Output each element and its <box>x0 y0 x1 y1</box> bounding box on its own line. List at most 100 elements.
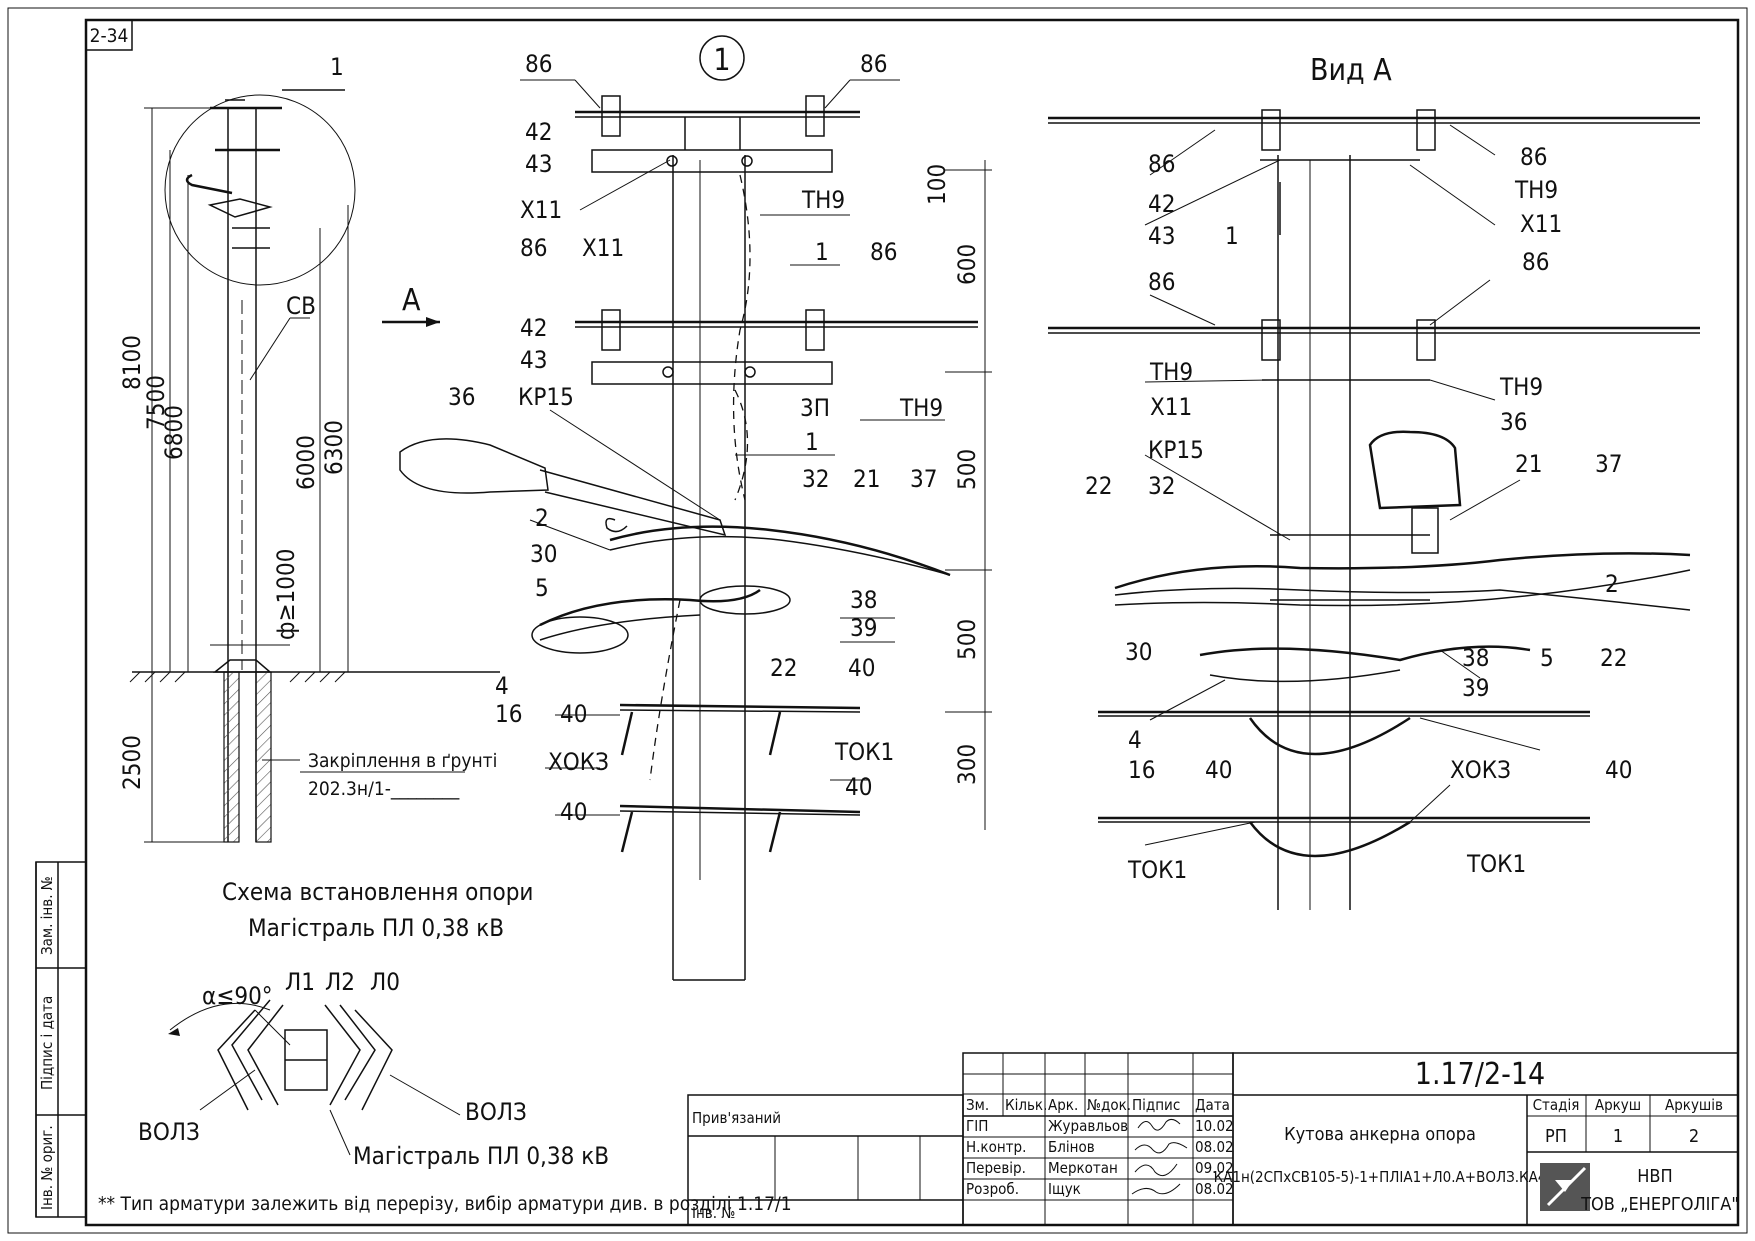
d1-dim-300: 300 <box>953 744 981 785</box>
d1-label-86b: 86 <box>860 50 887 78</box>
stamp-orig: Інв. № ориг. <box>38 1125 56 1210</box>
va-label-tok1b: ТОК1 <box>1466 850 1526 878</box>
d1-label-39: 39 <box>850 614 877 642</box>
tb-date-0: 10.02 <box>1195 1117 1234 1135</box>
d1-label-21: 21 <box>853 465 880 493</box>
va-label-86c: 86 <box>1148 268 1175 296</box>
view-a-title: Вид А <box>1310 53 1392 88</box>
va-label-37: 37 <box>1595 450 1622 478</box>
tb-org-line1: НВП <box>1637 1166 1672 1187</box>
va-label-5: 5 <box>1540 644 1554 672</box>
scheme-title-2: Магістраль ПЛ 0,38 кВ <box>248 914 504 942</box>
dim-8100: 8100 <box>118 335 146 390</box>
scheme-angle: α≤90° <box>202 982 273 1010</box>
d1-dim-100: 100 <box>923 164 951 205</box>
tb-role-1: Н.контр. <box>966 1138 1026 1156</box>
d1-label-1b: 1 <box>805 428 819 456</box>
scheme-line-l2: Л2 <box>325 968 355 996</box>
tb-name-0: Журавльов <box>1048 1117 1128 1135</box>
dim-foundation: ф≥1000 <box>272 549 300 641</box>
va-label-th9a: ТН9 <box>1514 176 1558 204</box>
va-label-21: 21 <box>1515 450 1542 478</box>
tb-sheets: 2 <box>1689 1126 1699 1147</box>
d1-label-1a: 1 <box>815 238 829 266</box>
inner-frame <box>84 18 1740 1227</box>
d1-dim-600: 600 <box>953 244 981 285</box>
va-label-39: 39 <box>1462 674 1489 702</box>
dim-6300: 6300 <box>320 420 348 475</box>
sheet-code-box <box>85 19 133 51</box>
d1-label-3p: 3П <box>800 394 830 422</box>
scheme-line-l1: Л1 <box>285 968 315 996</box>
va-label-22b: 22 <box>1600 644 1627 672</box>
va-label-th9c: ТН9 <box>1499 373 1543 401</box>
tb-inv-no: Інв. № <box>692 1204 735 1222</box>
d1-label-86a: 86 <box>525 50 552 78</box>
va-label-42: 42 <box>1148 190 1175 218</box>
tb-stage-header: Стадія <box>1533 1096 1580 1114</box>
tb-date-1: 08.02 <box>1195 1138 1234 1156</box>
tb-sheets-header: Аркушів <box>1665 1096 1723 1114</box>
view-a: Вид А <box>1048 53 1700 910</box>
tb-sheet: 1 <box>1613 1126 1623 1147</box>
d1-label-42b: 42 <box>520 314 547 342</box>
va-label-40b: 40 <box>1605 756 1632 784</box>
side-stamp: Зам. інв. № Підпис і дата Інв. № ориг. <box>35 861 87 1218</box>
d1-label-36: 36 <box>448 383 475 411</box>
scheme-line-l0: Л0 <box>370 968 400 996</box>
d1-label-43b: 43 <box>520 346 547 374</box>
dim-6000: 6000 <box>292 435 320 490</box>
d1-label-2: 2 <box>535 504 549 532</box>
scheme-bottom-label: Магістраль ПЛ 0,38 кВ <box>353 1142 609 1170</box>
d1-label-5: 5 <box>535 574 549 602</box>
d1-label-40d: 40 <box>560 798 587 826</box>
va-label-36: 36 <box>1500 408 1527 436</box>
tb-date-3: 08.02 <box>1195 1180 1234 1198</box>
tb-role-2: Перевір. <box>966 1159 1026 1177</box>
tb-doc-number: 1.17/2-14 <box>1415 1057 1545 1092</box>
d1-label-x11b: Х11 <box>582 234 624 262</box>
va-label-40a: 40 <box>1205 756 1232 784</box>
tb-h-ark: Арк. <box>1048 1096 1078 1114</box>
tb-subtitle: КА1н(2СПхСВ105-5)-1+ПЛІА1+Л0.А+ВОЛЗ.КА4 <box>1214 1168 1547 1186</box>
dim-6800: 6800 <box>160 405 188 460</box>
d1-dim-500b: 500 <box>953 619 981 660</box>
scheme-title-1: Схема встановлення опори <box>222 878 533 906</box>
va-label-x11b: Х11 <box>1150 393 1192 421</box>
dim-2500: 2500 <box>118 735 146 790</box>
va-label-th9b: ТН9 <box>1149 358 1193 386</box>
d1-label-40a: 40 <box>848 654 875 682</box>
d1-label-43a: 43 <box>525 150 552 178</box>
tb-stage: РП <box>1545 1126 1567 1147</box>
d1-label-30: 30 <box>530 540 557 568</box>
d1-label-32: 32 <box>802 465 829 493</box>
va-label-4: 4 <box>1128 726 1142 754</box>
detail-circle <box>164 94 356 286</box>
tb-h-data: Дата <box>1195 1096 1230 1114</box>
d1-label-40b: 40 <box>560 700 587 728</box>
signatures <box>1131 1118 1188 1195</box>
d1-label-tok1: ТОК1 <box>834 738 894 766</box>
left-callout-1: 1 <box>330 53 344 81</box>
d1-label-16: 16 <box>495 700 522 728</box>
va-label-32: 32 <box>1148 472 1175 500</box>
title-block: Прив'язаний Інв. № Зм. Кільк. Арк. №док.… <box>687 1052 1739 1226</box>
va-label-86b: 86 <box>1520 143 1547 171</box>
va-label-86a: 86 <box>1148 150 1175 178</box>
va-label-2: 2 <box>1605 570 1619 598</box>
tb-role-3: Розроб. <box>966 1180 1019 1198</box>
d1-label-th9a: ТН9 <box>801 186 845 214</box>
va-label-1: 1 <box>1225 222 1239 250</box>
left-pole-view: 1 СВ 8100 7500 6800 6000 6300 2500 ф≥100… <box>118 53 500 843</box>
d1-label-4: 4 <box>495 672 509 700</box>
tb-title: Кутова анкерна опора <box>1284 1124 1476 1145</box>
footnote: ** Тип арматури залежить від перерізу, в… <box>98 1193 792 1215</box>
stamp-zam: Зам. інв. № <box>38 876 56 955</box>
scheme-volz-left: ВОЛЗ <box>138 1118 200 1146</box>
tb-name-2: Меркотан <box>1048 1159 1118 1177</box>
soil-fix-code: 202.3н/1-________ <box>308 778 460 800</box>
tb-h-kilk: Кільк. <box>1005 1096 1047 1114</box>
tb-sheet-header: Аркуш <box>1595 1096 1641 1114</box>
d1-label-22: 22 <box>770 654 797 682</box>
